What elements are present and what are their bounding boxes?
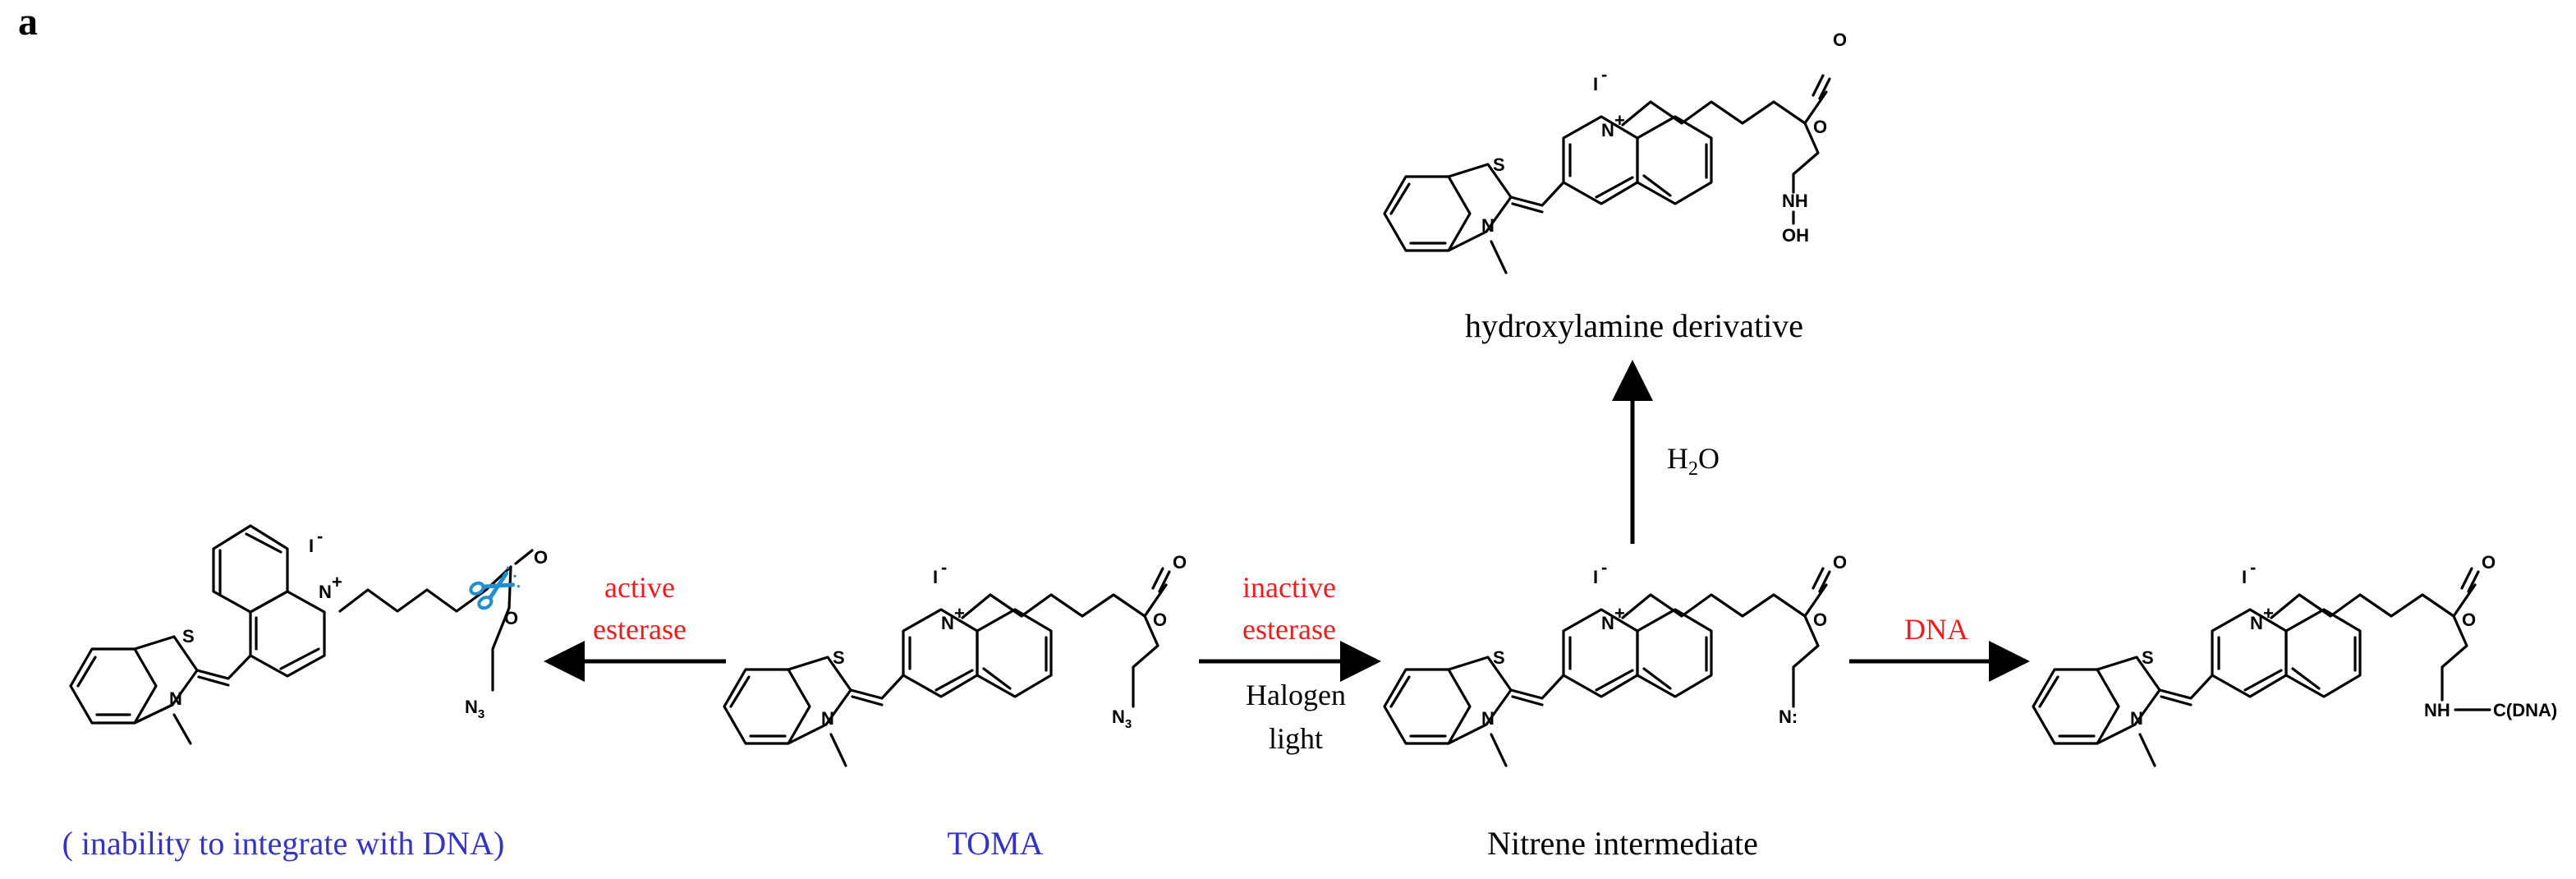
nh-label: NH: [1782, 191, 1808, 211]
iodide: I: [1593, 567, 1598, 587]
atom-n: N: [169, 688, 182, 709]
atom-n: N: [1481, 215, 1495, 236]
atom-n: N: [821, 708, 834, 729]
scissors-icon: [469, 566, 521, 610]
atom-n-plus: N: [941, 613, 954, 633]
atom-s: S: [833, 647, 845, 668]
atom-o-carbonyl: O: [1833, 552, 1847, 573]
molecule-hydroxylamine: N + N S I - O O NH OH: [1383, 30, 1847, 274]
atom-o-ester: O: [2462, 610, 2476, 630]
atom-o-carbonyl: O: [534, 547, 548, 568]
atom-charge: +: [1614, 110, 1625, 131]
nitrene-label: N:: [1779, 706, 1798, 727]
label-light: light: [1269, 722, 1323, 755]
atom-o-ester: O: [1813, 610, 1827, 630]
molecule-cleaved-drawn: N + N S I - O O N3: [69, 524, 548, 745]
iodide-charge: -: [2250, 557, 2256, 578]
atom-n: N: [2130, 708, 2143, 729]
atom-o-carbonyl: O: [1833, 30, 1847, 50]
atom-o-ester: O: [504, 608, 518, 628]
iodide-charge: -: [317, 526, 323, 546]
caption-hydroxylamine: hydroxylamine derivative: [1465, 307, 1803, 344]
atom-n: N: [1481, 708, 1495, 729]
iodide: I: [2242, 567, 2247, 587]
azide-label: N3: [1112, 706, 1132, 731]
label-inactive: inactive: [1242, 571, 1336, 604]
azide-label: N3: [465, 697, 484, 721]
atom-o-ester: O: [1153, 610, 1167, 630]
caption-toma: TOMA: [947, 825, 1043, 862]
iodide: I: [1593, 74, 1598, 94]
label-esterase-active: esterase: [593, 613, 686, 646]
atom-s: S: [1493, 647, 1505, 668]
label-active: active: [604, 571, 675, 604]
caption-inability: ( inability to integrate with DNA): [62, 825, 505, 862]
atom-s: S: [1493, 154, 1505, 175]
atom-s: S: [182, 626, 195, 647]
panel-label: a: [18, 0, 38, 44]
label-halogen: Halogen: [1246, 679, 1346, 711]
atom-n-plus: N: [1601, 120, 1614, 140]
oh-label: OH: [1782, 225, 1809, 246]
c-dna-label: C(DNA): [2493, 700, 2557, 720]
molecule-dna-adduct: N + N S I - O O NH C(DNA): [2032, 552, 2557, 767]
iodide-charge: -: [941, 557, 947, 578]
atom-o-carbonyl: O: [1173, 552, 1187, 573]
atom-n-plus: N: [1601, 613, 1614, 633]
molecule-toma: N + N S I - O O N3: [723, 552, 1187, 767]
atom-charge: +: [954, 603, 965, 624]
label-esterase-inactive: esterase: [1242, 613, 1336, 646]
iodide-charge: -: [1601, 64, 1607, 85]
atom-charge: +: [2263, 603, 2274, 624]
atom-n-plus: N: [2250, 613, 2263, 633]
atom-charge: +: [332, 572, 342, 592]
nh-label: NH: [2424, 700, 2450, 720]
atom-o-carbonyl: O: [2482, 552, 2496, 573]
iodide: I: [933, 567, 938, 587]
atom-o-ester: O: [1813, 117, 1827, 137]
iodide: I: [309, 536, 314, 556]
caption-nitrene: Nitrene intermediate: [1487, 825, 1758, 862]
iodide-charge: -: [1601, 557, 1607, 578]
label-water: H2O: [1667, 442, 1720, 480]
atom-s: S: [2142, 647, 2154, 668]
molecule-nitrene: N + N S I - O O N:: [1383, 552, 1847, 767]
atom-charge: +: [1614, 603, 1625, 624]
label-dna: DNA: [1904, 613, 1968, 646]
atom-n-plus: N: [319, 582, 332, 602]
